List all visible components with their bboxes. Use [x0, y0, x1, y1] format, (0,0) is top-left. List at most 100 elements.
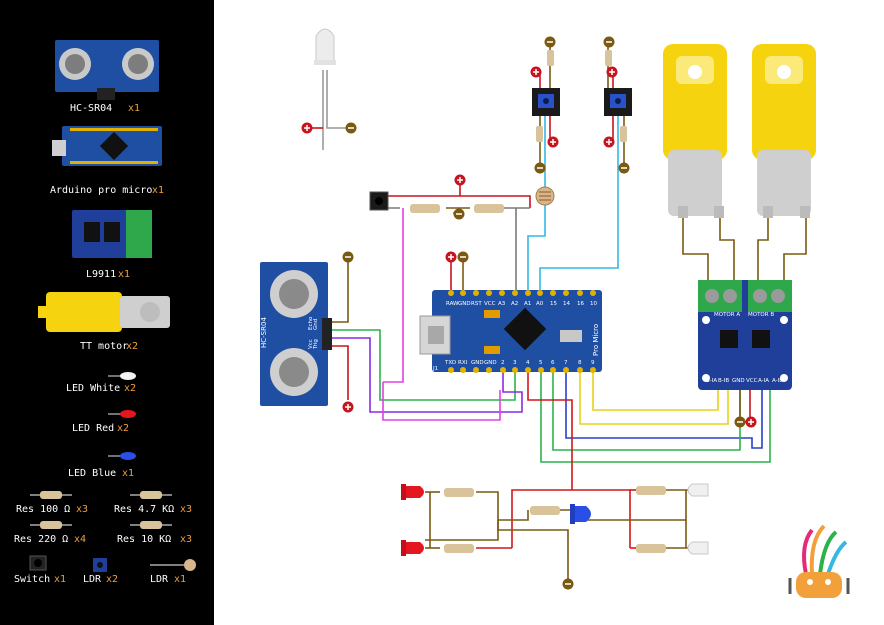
bom-qty-tt-motor: x2 — [126, 341, 138, 352]
board-pin-14: 14 — [563, 301, 570, 307]
ldr-resistors — [536, 50, 627, 142]
red-led-bottom — [401, 540, 424, 556]
board-pin-8: 8 — [578, 360, 582, 366]
hc-sr04-pin-echo: Echo — [308, 316, 314, 330]
bom-label-ldr-module: LDR — [83, 574, 102, 585]
hc-sr04-sensor: HC-SR04 Vcc Trig Echo Gnd — [260, 262, 332, 406]
board-pin-a1: A1 — [524, 301, 531, 307]
board-pin-4: 4 — [526, 360, 530, 366]
bom-label-switch: Switch — [14, 574, 50, 585]
bom-label-led-red: LED Red — [72, 423, 114, 434]
bom-arduino-image — [52, 126, 162, 166]
push-switch — [369, 191, 389, 211]
bom-qty-res-4k7: x3 — [180, 504, 192, 515]
driver-motor-a-label: MOTOR A — [714, 312, 740, 318]
board-pin-gnd-1: GND — [471, 360, 484, 366]
board-pin-16: 16 — [577, 301, 584, 307]
bom-label-driver: L9911 — [86, 269, 116, 280]
bom-label-hc-sr04: HC-SR04 — [70, 103, 112, 114]
bom-driver-image — [72, 210, 152, 258]
circuit-diagram: HC-SR04 Vcc Trig Echo Gnd — [260, 28, 850, 598]
tt-motor-right — [752, 44, 816, 218]
board-pin-rxi: RXI — [458, 360, 468, 366]
board-pin-gnd-top: GND — [458, 301, 471, 307]
bom-res-100-image — [30, 491, 72, 499]
resistor-white-top — [636, 486, 666, 495]
driver-pin-vcc: VCC — [746, 378, 758, 384]
board-pin-6: 6 — [551, 360, 555, 366]
bom-switch-image — [29, 555, 47, 571]
bom-label-res-100: Res 100 Ω — [16, 504, 70, 515]
board-pin-raw: RAW — [446, 301, 459, 307]
bom-qty-arduino: x1 — [152, 185, 164, 196]
bom-res-220-image — [30, 521, 72, 529]
bom-ldr-image — [150, 559, 196, 571]
board-pin-rst: RST — [471, 301, 482, 307]
bom-label-led-blue: LED Blue — [68, 468, 116, 479]
bom-led-red-image — [108, 410, 136, 418]
ldr-module-left — [532, 88, 560, 116]
bom-qty-ldr: x1 — [174, 574, 186, 585]
hc-sr04-board-label: HC-SR04 — [260, 317, 268, 348]
bom-qty-led-red: x2 — [117, 423, 129, 434]
resistor-red-bottom — [444, 544, 474, 553]
bom-qty-switch: x1 — [54, 574, 66, 585]
bom-qty-res-10k: x3 — [180, 534, 192, 545]
resistor-red-top — [444, 488, 474, 497]
hc-sr04-pin-vcc: Vcc — [308, 339, 314, 349]
bom-res-4k7-image — [130, 491, 172, 499]
driver-pin-b-ib: B-IB — [718, 378, 729, 384]
resistor-white-bottom — [636, 544, 666, 553]
hc-sr04-pin-trig: Trig — [313, 339, 319, 350]
driver-pin-a-ia: A-IA — [758, 378, 769, 384]
bom-label-led-white: LED White — [66, 383, 120, 394]
bom-label-res-220: Res 220 Ω — [14, 534, 68, 545]
board-j1-label: J1 — [432, 366, 438, 372]
bom-qty-res-220: x4 — [74, 534, 86, 545]
ldr-module-right — [604, 88, 632, 116]
board-top-pin-holes — [448, 290, 596, 296]
bom-led-blue-image — [108, 452, 136, 460]
board-pin-a2: A2 — [511, 301, 518, 307]
bom-tt-motor-image — [38, 292, 170, 332]
white-led-bottom-right — [687, 541, 709, 555]
board-pin-vcc: VCC — [484, 301, 496, 307]
resistor-ldr — [474, 204, 504, 213]
hc-sr04-pin-gnd: Gnd — [313, 319, 319, 330]
white-led-top — [314, 28, 336, 65]
driver-pin-gnd: GND — [732, 378, 745, 384]
board-pin-7: 7 — [564, 360, 568, 366]
board-pin-9: 9 — [591, 360, 595, 366]
board-pin-a0: A0 — [536, 301, 544, 307]
tt-motor-left — [663, 44, 727, 218]
arduino-pro-micro: RAW GND RST VCC A3 A2 A1 A0 15 14 16 10 … — [419, 290, 602, 373]
bom-qty-led-blue: x1 — [122, 468, 134, 479]
bom-qty-hc-sr04: x1 — [128, 103, 140, 114]
board-pin-3: 3 — [513, 360, 517, 366]
bom-qty-driver: x1 — [118, 269, 130, 280]
bom-qty-res-100: x3 — [76, 504, 88, 515]
bom-ldr-module-image — [93, 558, 107, 572]
board-pin-15: 15 — [550, 301, 557, 307]
bom-led-white-image — [108, 372, 136, 380]
bom-res-10k-image — [130, 521, 172, 529]
board-bottom-pin-holes — [448, 367, 596, 373]
bom-label-res-4k7: Res 4.7 KΩ — [114, 504, 174, 515]
driver-pin-b-ia: B-IA — [706, 378, 717, 384]
white-led-top-right — [687, 483, 709, 497]
board-pin-2: 2 — [501, 360, 505, 366]
bom-label-arduino: Arduino pro micro — [50, 185, 152, 196]
blue-led — [570, 504, 591, 524]
board-side-label: Pro Micro — [592, 324, 600, 356]
bom-hc-sr04-image — [55, 40, 159, 100]
bom-label-tt-motor: TT motor — [80, 341, 128, 352]
motor-driver-board: MOTOR A MOTOR B B-IA B-IB GND VCC A-IA A… — [698, 280, 792, 390]
robot-logo — [788, 524, 850, 598]
board-pin-5: 5 — [539, 360, 543, 366]
resistor-blue — [530, 506, 560, 515]
board-pin-gnd-2: GND — [484, 360, 497, 366]
board-pin-txo: TXO — [444, 360, 457, 366]
bom-qty-ldr-module: x2 — [106, 574, 118, 585]
ldr-photoresistor — [535, 186, 555, 206]
